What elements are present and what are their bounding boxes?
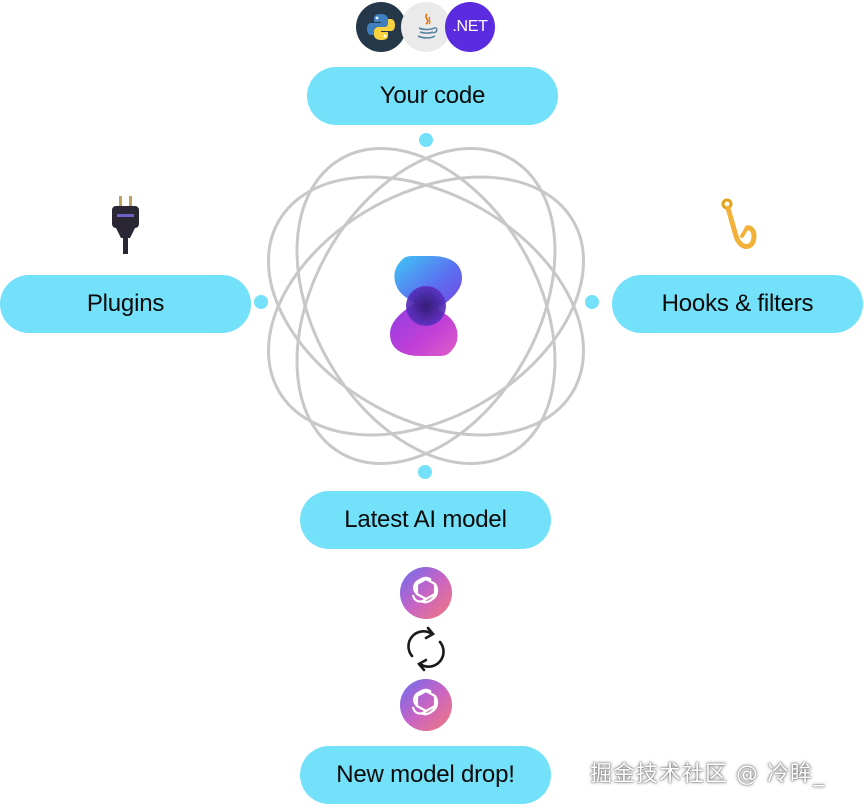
connector-dot-bottom — [418, 465, 432, 479]
orbit-rings — [266, 146, 586, 466]
orbit-ring-horizontal-tilt-b — [266, 175, 586, 437]
node-latest-ai-model: Latest AI model — [300, 491, 551, 549]
orbit-ring-horizontal-tilt-a — [266, 175, 586, 437]
openai-logo-icon — [400, 567, 452, 619]
refresh-cycle-icon — [407, 626, 445, 672]
watermark: 掘金技术社区 @ 冷眸_ — [590, 762, 825, 787]
node-your-code-label: Your code — [379, 82, 486, 109]
node-hooks-filters-label: Hooks & filters — [661, 290, 814, 317]
node-new-model-drop: New model drop! — [300, 746, 551, 804]
fishing-hook-icon — [721, 198, 757, 249]
node-your-code: Your code — [307, 67, 558, 125]
orbit-ring-vertical-tilt-a — [295, 146, 557, 466]
orbit-ring-vertical-tilt-b — [295, 146, 557, 466]
semantic-kernel-logo-icon — [390, 256, 462, 356]
power-plug-icon — [112, 196, 139, 254]
node-plugins: Plugins — [0, 275, 251, 333]
openai-logo-icon — [400, 679, 452, 731]
node-new-model-drop-label: New model drop! — [336, 761, 515, 788]
connector-dot-top — [419, 133, 433, 147]
connector-dot-right — [585, 295, 599, 309]
dotnet-logo-icon: .NET — [445, 2, 495, 52]
node-hooks-filters: Hooks & filters — [612, 275, 863, 333]
dotnet-label: .NET — [452, 18, 488, 35]
node-latest-ai-model-label: Latest AI model — [344, 506, 507, 533]
python-logo-icon — [356, 2, 406, 52]
connector-dot-left — [254, 295, 268, 309]
java-logo-icon — [401, 2, 451, 52]
node-plugins-label: Plugins — [86, 290, 165, 317]
